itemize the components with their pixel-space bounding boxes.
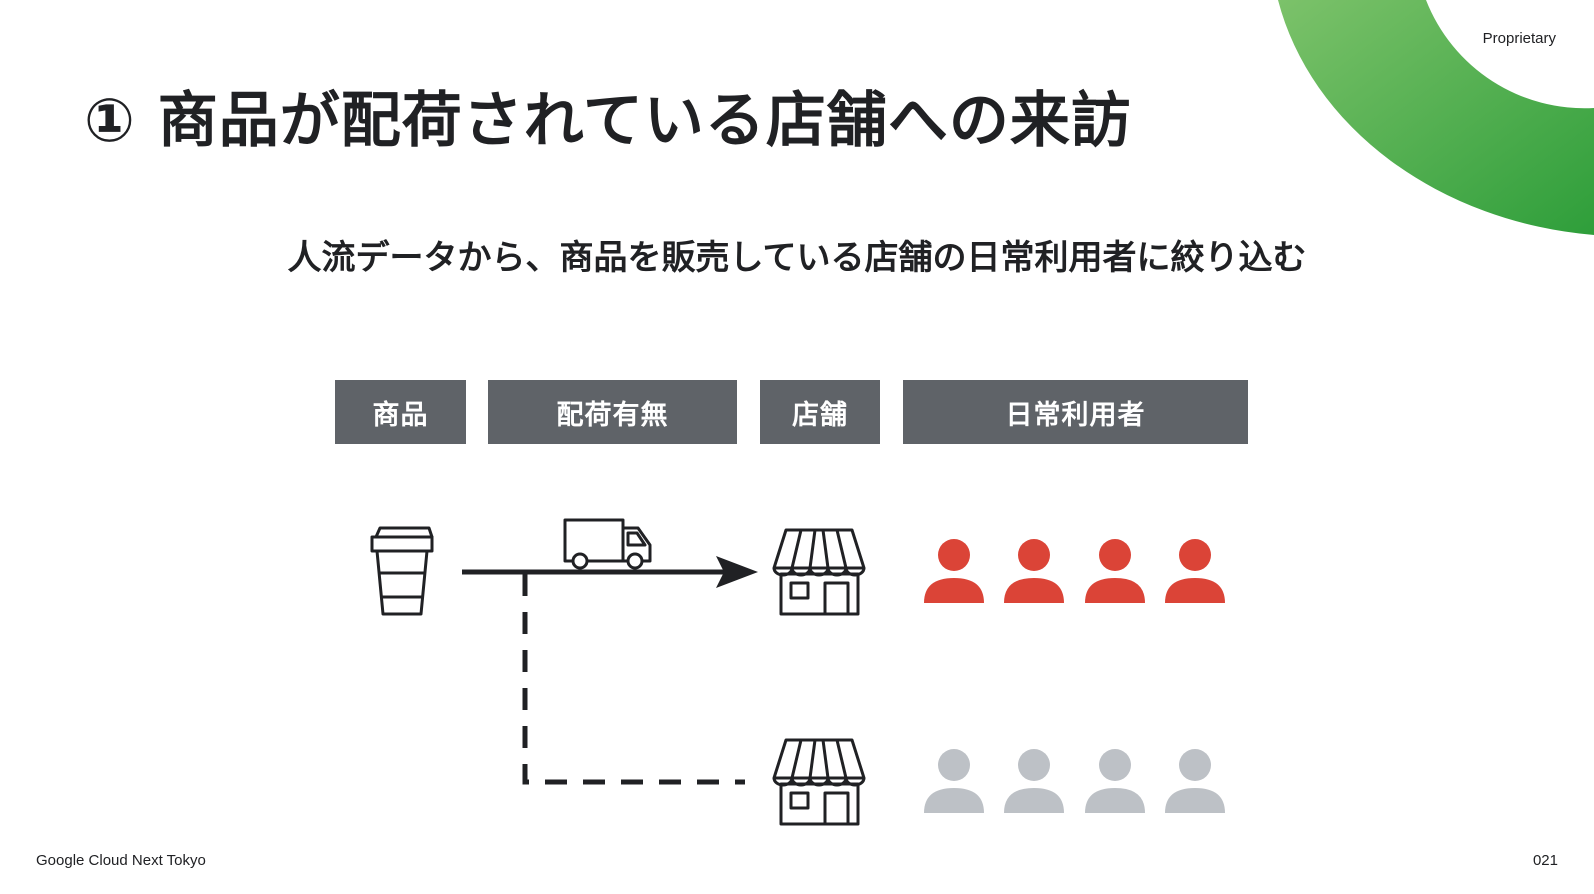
store-icon [772,738,866,826]
delivery-truck-icon [563,518,652,570]
arrow-head [716,556,758,588]
no-distribution-dashed-line [522,574,745,785]
event-name: Google Cloud Next Tokyo [36,852,206,869]
coffee-cup-icon [370,526,434,616]
person-icon [924,749,984,813]
store-icon [772,528,866,616]
page-number: 021 [1532,852,1558,869]
person-icon [924,539,984,603]
person-icon [1004,539,1064,603]
header-store: 店舗 [760,380,880,444]
page-subtitle: 人流データから、商品を販売している店舗の日常利用者に絞り込む [287,238,1307,278]
header-product: 商品 [335,380,466,444]
person-icon [1004,749,1064,813]
page-title: ① 商品が配荷されている店舗への来訪 [84,86,1132,156]
header-distribution: 配荷有無 [488,380,737,444]
person-icon [1085,539,1145,603]
person-icon [1165,539,1225,603]
proprietary-label: Proprietary [1482,30,1556,47]
person-icon [1165,749,1225,813]
header-daily-users: 日常利用者 [903,380,1248,444]
person-icon [1085,749,1145,813]
